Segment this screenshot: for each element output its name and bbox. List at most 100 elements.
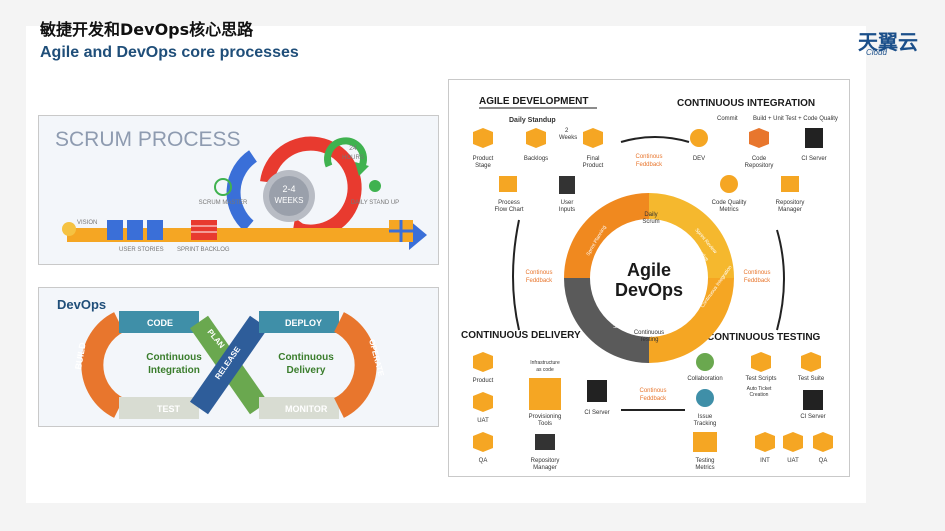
ct-qa-label: QA xyxy=(819,458,828,464)
collaboration-label: Collaboration xyxy=(687,376,722,382)
infra-line2: as code xyxy=(536,367,554,373)
daily-loop-icon xyxy=(324,137,369,176)
product-label: Product xyxy=(473,378,494,384)
devops-title: DevOps xyxy=(57,297,106,312)
brand-logo: 天翼云 Cloud xyxy=(858,26,938,58)
provisioning-line2: Tools xyxy=(538,421,552,427)
final-product-line2: Product xyxy=(583,163,604,169)
process-flow-line2: Flow Chart xyxy=(494,207,523,213)
sprint-backlog-icon xyxy=(191,220,217,240)
agile-development-heading: AGILE DEVELOPMENT xyxy=(479,96,588,107)
code-repository-icon xyxy=(749,128,769,148)
provisioning-tools-icon xyxy=(529,378,561,410)
provisioning-line1: Provisioning xyxy=(529,414,562,420)
english-title: Agile and DevOps core processes xyxy=(40,44,299,61)
process-flow-line1: Process xyxy=(498,200,520,206)
ring-scrum: Scrum xyxy=(642,219,659,225)
right-feedback-arrow xyxy=(776,229,785,331)
final-product-icon xyxy=(583,128,603,148)
user-stories-icon xyxy=(107,220,163,240)
build-label: BUILD xyxy=(73,341,88,370)
issue-tracking-icon xyxy=(696,389,714,407)
uat-label: UAT xyxy=(477,418,489,424)
repo-manager-line1: Repository xyxy=(776,200,805,206)
pipeline-arrowhead xyxy=(409,220,427,250)
hours-label: HOURS xyxy=(342,155,364,161)
bottom-feedback-line2: Feddback xyxy=(640,396,667,402)
agile-devops-ring xyxy=(564,193,734,363)
top-feedback-line1: Continous xyxy=(635,154,662,160)
continuous-delivery-heading: CONTINUOUS DELIVERY xyxy=(461,330,581,341)
code-quality-icon xyxy=(720,175,738,193)
ci-server-icon xyxy=(805,128,823,148)
daily-standup-icon xyxy=(369,180,381,192)
test-suite-label: Test Suite xyxy=(798,376,825,382)
ci-server-label: CI Server xyxy=(801,156,826,162)
int-icon xyxy=(755,432,775,452)
test-scripts-icon xyxy=(751,352,771,372)
testing-metrics-icon xyxy=(693,432,717,452)
product-increment-icon xyxy=(389,220,413,242)
ci-label-line1: Continuous xyxy=(146,352,202,363)
ring-testing-line1: Continuous xyxy=(634,330,664,336)
commit-label: Commit xyxy=(717,116,738,122)
cycle-weeks-label: WEEKS xyxy=(275,196,304,205)
repository-manager-icon xyxy=(781,176,799,192)
code-repo-line1: Code xyxy=(752,156,767,162)
ct-uat-label: UAT xyxy=(787,458,799,464)
backlogs-label: Backlogs xyxy=(524,156,548,162)
auto-ticket-line2: Creation xyxy=(750,392,769,398)
qa-label: QA xyxy=(479,458,488,464)
final-product-line1: Final xyxy=(586,156,599,162)
test-suite-icon xyxy=(801,352,821,372)
ring-daily: Daily xyxy=(644,212,657,218)
ring-testing-line2: Testing xyxy=(639,337,658,343)
product-stage-line1: Product xyxy=(473,156,494,162)
code-label: CODE xyxy=(147,318,173,328)
product-icon xyxy=(473,352,493,372)
top-feedback-arrow xyxy=(620,136,690,143)
cd-ci-server-icon xyxy=(587,380,607,402)
vision-icon xyxy=(62,222,76,236)
dev-label: DEV xyxy=(693,156,705,162)
scrum-master-icon xyxy=(214,178,232,196)
testing-metrics-line2: Metrics xyxy=(695,465,714,471)
qa-icon xyxy=(473,432,493,452)
backlogs-icon xyxy=(526,128,546,148)
collaboration-icon xyxy=(696,353,714,371)
vision-label: VISION xyxy=(77,220,97,226)
ct-uat-icon xyxy=(783,432,803,452)
ct-qa-icon xyxy=(813,432,833,452)
continuous-testing-heading: CONTINUOUS TESTING xyxy=(707,332,821,343)
user-inputs-icon xyxy=(559,176,575,194)
repo-manager-line2: Manager xyxy=(778,207,802,213)
cd-label-line1: Continuous xyxy=(278,352,334,363)
test-scripts-label: Test Scripts xyxy=(745,376,776,382)
right-feedback-line2: Feddback xyxy=(744,278,771,284)
user-stories-label: USER STORIES xyxy=(119,247,164,253)
cd-repository-icon xyxy=(535,434,555,450)
daily-standup-label: DAILY STAND UP xyxy=(351,200,399,206)
test-label: TEST xyxy=(157,404,181,414)
ct-ci-server-label: CI Server xyxy=(800,414,825,420)
sprint-backlog-label: SPRINT BACKLOG xyxy=(177,247,230,253)
issue-tracking-line2: Tracking xyxy=(694,421,717,427)
hours-number: 24 xyxy=(349,145,357,152)
ct-ci-server-icon xyxy=(803,390,823,410)
agile-devops-panel: AGILE DEVELOPMENT CONTINUOUS INTEGRATION… xyxy=(448,79,850,477)
continuous-integration-heading: CONTINUOUS INTEGRATION xyxy=(677,98,815,109)
left-feedback-line2: Feddback xyxy=(526,278,553,284)
ci-label-line2: Integration xyxy=(148,365,200,376)
user-inputs-line2: Inputs xyxy=(559,207,575,213)
center-title-line1: Agile xyxy=(627,260,671,280)
cd-label-line2: Delivery xyxy=(287,365,326,376)
scrum-process-panel: SCRUM PROCESS 2-4 WEEKS 24 HOURS SCRUM M… xyxy=(38,115,439,265)
center-title-line2: DevOps xyxy=(615,280,683,300)
left-feedback-arrow xyxy=(512,219,520,331)
code-quality-line1: Code Quality xyxy=(712,200,747,206)
logo-subtext: Cloud xyxy=(866,48,887,57)
scrum-title: SCRUM PROCESS xyxy=(55,128,241,151)
right-feedback-line1: Continous xyxy=(743,270,770,276)
daily-standup-label: Daily Standup xyxy=(509,117,556,124)
uat-icon xyxy=(473,392,493,412)
